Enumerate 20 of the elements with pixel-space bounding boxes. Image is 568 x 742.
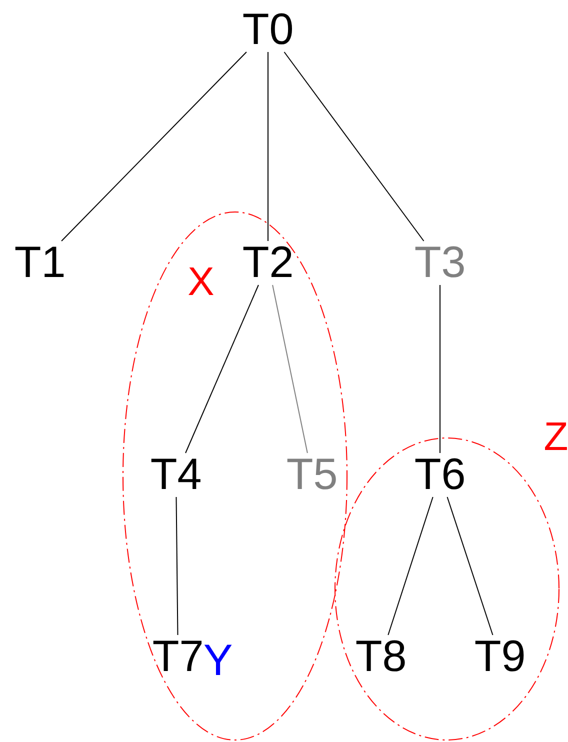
node-label: T3 <box>414 241 466 285</box>
node-label: T7 <box>152 635 204 679</box>
annotation-label: Y <box>203 639 233 683</box>
node-label: T4 <box>150 453 202 497</box>
group-label: Z <box>544 417 568 457</box>
node-label: T8 <box>355 635 407 679</box>
tree-branch-line <box>61 52 247 242</box>
tree-branch-line <box>284 52 424 242</box>
node-label: T9 <box>474 635 526 679</box>
tree-branch-line <box>176 496 178 636</box>
group-label: X <box>188 262 214 302</box>
tree-branch-line <box>446 496 494 636</box>
tree-branch-line <box>388 496 434 636</box>
tree-branch-line <box>185 284 259 454</box>
node-label: T1 <box>14 241 66 285</box>
node-label: T0 <box>242 8 294 52</box>
node-label: T5 <box>286 453 338 497</box>
node-label: T6 <box>414 453 466 497</box>
node-label: T2 <box>242 241 294 285</box>
tree-branch-line <box>272 284 308 454</box>
